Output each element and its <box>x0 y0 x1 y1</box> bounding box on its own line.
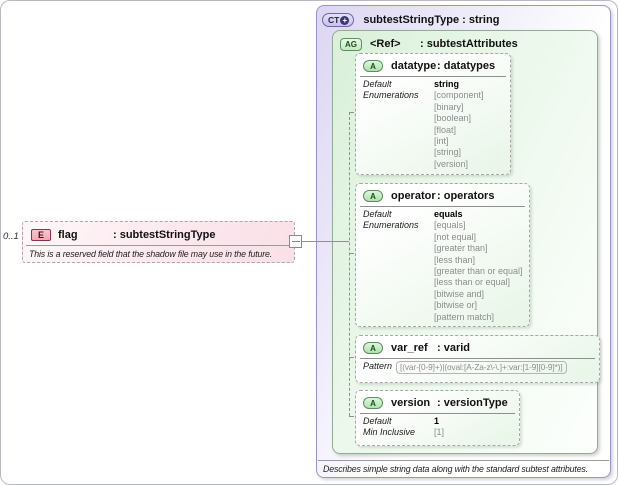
attribute-name: var_ref <box>391 342 428 354</box>
facet-value: [boolean] <box>434 113 472 124</box>
attribute-name: operator <box>391 190 436 202</box>
connector-line-vertical <box>349 112 350 416</box>
cardinality-label: 0..1 <box>3 231 19 242</box>
facet-value: [version] <box>434 158 469 169</box>
dash-icon <box>292 241 300 242</box>
divider <box>26 245 291 246</box>
attribute-badge: A <box>363 342 383 354</box>
facet-label: Pattern <box>363 361 393 371</box>
attribute-box-datatype[interactable]: A datatype : datatypes Default string En… <box>355 53 511 175</box>
divider <box>360 206 525 207</box>
facet-list: Pattern [(var-[0-9]+)|(oval:[A-Za-z\-\.]… <box>356 360 599 374</box>
facet-value: [1] <box>434 427 445 438</box>
facet-value-pattern: [(var-[0-9]+)|(oval:[A-Za-z\-\.]+:var:[1… <box>396 361 567 374</box>
attribute-name: datatype <box>391 60 437 72</box>
facet-value: [bitwise and] <box>434 288 485 299</box>
connector-line-horizontal <box>302 241 349 242</box>
divider <box>360 358 595 359</box>
facet-default: Default equals <box>360 209 527 220</box>
facet-value: [equals] <box>434 220 466 231</box>
facet-value: [pattern match] <box>434 311 495 322</box>
facet-label: Default <box>363 209 392 219</box>
element-name: flag <box>58 228 78 241</box>
facet-min-inclusive: Min Inclusive [1] <box>360 427 517 438</box>
connector-stub-var-ref <box>349 357 354 358</box>
complextype-badge-label: CT <box>328 15 340 25</box>
attribute-badge: A <box>363 190 383 202</box>
divider <box>360 413 515 414</box>
facet-value: [binary] <box>434 101 464 112</box>
facet-value: [not equal] <box>434 231 477 242</box>
attribute-type: : versionType <box>437 397 508 409</box>
facet-enumerations: Enumerations [component] [binary] [boole… <box>360 90 508 170</box>
attribute-title-row: A datatype : datatypes <box>356 54 510 75</box>
attribute-name: version <box>391 397 431 409</box>
attribute-box-version[interactable]: A version : versionType Default 1 Min In… <box>355 390 520 446</box>
attribute-box-var-ref[interactable]: A var_ref : varid Pattern [(var-[0-9]+)|… <box>355 335 600 383</box>
facet-label: Min Inclusive <box>363 427 416 438</box>
attribute-type: : operators <box>437 190 495 202</box>
facet-value: [greater than or equal] <box>434 266 523 277</box>
attributegroup-type: : subtestAttributes <box>420 38 518 50</box>
attributegroup-badge: AG <box>340 37 362 51</box>
facet-value: [bitwise or] <box>434 300 478 311</box>
facet-value: 1 <box>434 416 440 426</box>
facet-pattern: Pattern [(var-[0-9]+)|(oval:[A-Za-z\-\.]… <box>360 361 597 374</box>
complextype-badge: CT + <box>322 13 355 27</box>
facet-label: Default <box>363 79 392 89</box>
attributegroup-title-row: AG <Ref> : subtestAttributes <box>333 31 597 53</box>
facet-value: equals <box>434 209 463 219</box>
attribute-badge: A <box>363 397 383 409</box>
connector-handle[interactable] <box>289 235 302 248</box>
attributegroup-name: <Ref> <box>370 38 401 50</box>
complextype-annotation: Describes simple string data along with … <box>323 464 588 474</box>
attribute-badge: A <box>363 60 383 72</box>
facet-default: Default string <box>360 79 508 90</box>
facet-default: Default 1 <box>360 416 517 427</box>
attributegroup-box[interactable]: AG <Ref> : subtestAttributes A datatype … <box>332 30 600 454</box>
facet-list: Default equals Enumerations [equals] [no… <box>356 208 529 323</box>
facet-value: [int] <box>434 136 449 147</box>
divider <box>318 460 609 461</box>
connector-stub-version <box>349 416 354 417</box>
attribute-box-operator[interactable]: A operator : operators Default equals En… <box>355 183 530 327</box>
facet-value: [float] <box>434 124 457 135</box>
facet-label: Default <box>363 416 392 426</box>
facet-value: [greater than] <box>434 243 488 254</box>
facet-label: Enumerations <box>363 220 419 231</box>
facet-enumerations: Enumerations [equals] [not equal] [great… <box>360 220 527 323</box>
plus-icon[interactable]: + <box>340 15 350 25</box>
attribute-type: : datatypes <box>437 60 496 72</box>
element-box-flag[interactable]: E flag : subtestStringType This is a res… <box>22 221 295 263</box>
facet-value: [component] <box>434 90 484 101</box>
complextype-title-row: CT + subtestStringType : string <box>322 10 499 30</box>
attribute-title-row: A operator : operators <box>356 184 529 205</box>
attribute-type: : varid <box>437 342 471 354</box>
element-badge: E <box>31 228 51 241</box>
facet-value: [less than or equal] <box>434 277 511 288</box>
facet-value: [string] <box>434 147 462 158</box>
connector-stub-datatype <box>349 112 354 113</box>
element-type: : subtestStringType <box>113 228 216 241</box>
attribute-title-row: A var_ref : varid <box>356 336 599 357</box>
facet-value: string <box>434 79 460 89</box>
connector-stub-operator <box>349 253 354 254</box>
complextype-box[interactable]: CT + subtestStringType : string AG <Ref>… <box>316 5 611 478</box>
element-annotation: This is a reserved field that the shadow… <box>29 249 273 259</box>
facet-list: Default 1 Min Inclusive [1] <box>356 415 519 439</box>
attribute-title-row: A version : versionType <box>356 391 519 412</box>
divider <box>360 76 506 77</box>
facet-label: Enumerations <box>363 90 419 101</box>
facet-list: Default string Enumerations [component] … <box>356 78 510 170</box>
complextype-title: subtestStringType : string <box>363 14 500 26</box>
facet-value: [less than] <box>434 254 476 265</box>
element-title-row: E flag : subtestStringType <box>23 222 294 245</box>
